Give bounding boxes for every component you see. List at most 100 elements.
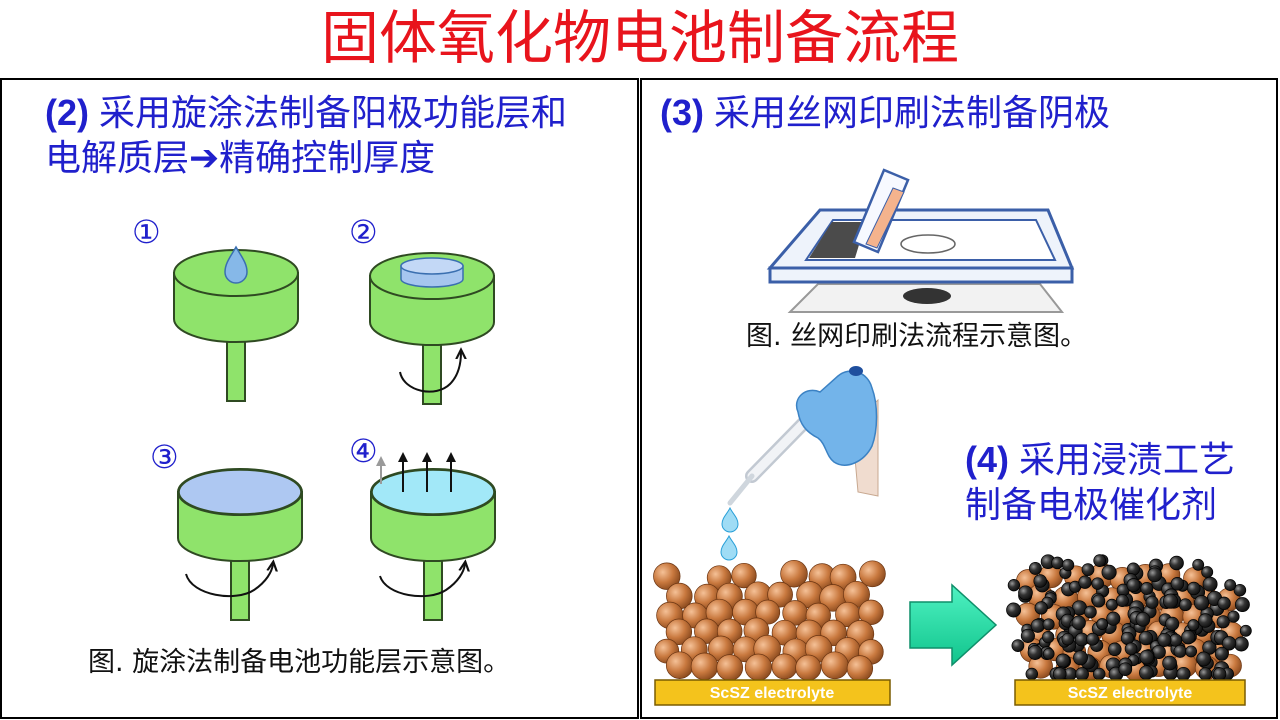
heading-line-1: 采用旋涂法制备阳极功能层和	[99, 93, 568, 134]
catalyst-particle	[1084, 605, 1097, 619]
catalyst-particle	[1170, 577, 1185, 591]
catalyst-particle	[1106, 611, 1121, 626]
rotation-arrow-icon	[399, 352, 461, 393]
rotation-arrow-icon	[185, 564, 273, 597]
catalyst-particle	[1042, 618, 1055, 631]
electrolyte-particle	[731, 562, 757, 589]
catalyst-particle	[1139, 649, 1155, 665]
catalyst-particle	[1214, 646, 1229, 661]
electrolyte-bar-after: ScSZ electrolyte	[1014, 679, 1246, 706]
catalyst-particle	[1027, 645, 1043, 660]
electrolyte-particle	[767, 581, 793, 608]
catalyst-particle	[1071, 615, 1086, 630]
slide-title: 固体氧化物电池制备流程	[320, 4, 959, 72]
catalyst-particle	[1140, 582, 1154, 595]
heading-line-2: 电解质层➔精确控制厚度	[45, 138, 436, 179]
screen-printing-caption: 图. 丝网印刷法流程示意图。	[746, 321, 1088, 352]
catalyst-particle	[1179, 598, 1192, 612]
catalyst-particle	[1078, 575, 1092, 589]
catalyst-particle	[1233, 583, 1247, 597]
catalyst-particle	[1118, 662, 1133, 677]
catalyst-particle	[1020, 628, 1035, 643]
catalyst-particle	[1028, 561, 1042, 575]
catalyst-particle	[1145, 595, 1159, 609]
rotation-arrow-icon	[379, 564, 465, 598]
electrolyte-label: ScSZ electrolyte	[710, 685, 835, 702]
catalyst-particle	[1224, 579, 1237, 592]
electrolyte-particle	[859, 560, 886, 588]
catalyst-particle	[1081, 563, 1095, 576]
catalyst-particle	[1234, 597, 1250, 613]
electrolyte-bar-before: ScSZ electrolyte	[654, 679, 891, 706]
step-label-2: ②	[349, 213, 378, 251]
pipette-icon	[720, 366, 879, 561]
gloved-hand	[795, 370, 878, 466]
catalyst-particle	[1007, 579, 1021, 592]
catalyst-particle	[1073, 650, 1088, 666]
spin-coating-caption: 图. 旋涂法制备电池功能层示意图。	[88, 647, 511, 678]
catalyst-particle	[1192, 558, 1205, 571]
section-number: (2)	[45, 92, 89, 133]
printed-cathode	[903, 288, 951, 304]
catalyst-particle	[1216, 615, 1230, 629]
catalyst-particle	[1162, 593, 1179, 609]
electrolyte-particle	[755, 599, 781, 625]
porous-electrode-layer	[653, 559, 886, 682]
catalyst-particle	[1126, 578, 1141, 593]
catalyst-particle	[1185, 645, 1198, 658]
right-arrow-icon	[909, 583, 998, 667]
catalyst-particle	[1093, 554, 1107, 567]
squeegee-icon	[852, 168, 910, 254]
catalyst-particle	[1147, 567, 1163, 583]
catalyst-particle	[1061, 632, 1074, 646]
catalyst-particle	[1138, 630, 1154, 646]
catalyst-particle	[1162, 655, 1177, 671]
catalyst-particle	[1042, 630, 1055, 644]
catalyst-particle	[1096, 618, 1109, 631]
section-number: (3)	[660, 92, 704, 133]
catalyst-particle	[1108, 642, 1122, 657]
catalyst-particle	[1181, 630, 1196, 645]
catalyst-particle	[1202, 576, 1218, 592]
catalyst-particle	[1011, 639, 1025, 652]
catalyst-particle	[1135, 611, 1151, 627]
spin-coater-step-4	[370, 452, 496, 621]
catalyst-particle	[1169, 555, 1184, 571]
catalyst-particle	[1196, 651, 1212, 667]
catalyst-particle	[1217, 596, 1231, 610]
electrolyte-particle	[780, 559, 808, 588]
droplet-icon	[721, 506, 739, 533]
catalyst-particle	[1101, 564, 1117, 580]
cathode-paste	[809, 222, 866, 258]
catalyst-particle	[1193, 595, 1210, 611]
catalyst-particle	[1239, 624, 1252, 637]
catalyst-particle	[1227, 610, 1240, 623]
catalyst-particle	[1033, 574, 1047, 588]
screen-pattern	[900, 234, 956, 254]
spin-coating-diagram	[173, 245, 496, 621]
catalyst-particle	[1198, 613, 1213, 628]
heading-line-1: 采用浸渍工艺	[1019, 440, 1236, 481]
heading-line-2: 制备电极催化剂	[965, 485, 1218, 526]
spin-coating-heading: (2)采用旋涂法制备阳极功能层和 电解质层➔精确控制厚度	[45, 90, 567, 181]
catalyst-particle	[1115, 594, 1129, 608]
catalyst-particle	[1157, 632, 1172, 647]
heading-text: 采用丝网印刷法制备阴极	[714, 93, 1111, 134]
catalyst-particle	[1092, 594, 1106, 608]
electrolyte-particle	[858, 599, 884, 625]
section-number: (4)	[965, 439, 1009, 480]
spin-coater-step-2	[369, 252, 495, 405]
droplet-icon	[224, 245, 248, 284]
catalyst-particle	[1042, 647, 1055, 660]
spin-coater-step-1	[173, 245, 299, 402]
catalyst-particle	[1086, 632, 1100, 646]
electrolyte-label: ScSZ electrolyte	[1068, 685, 1193, 702]
step-label-4: ④	[349, 432, 378, 470]
droplet-icon	[720, 534, 738, 561]
catalyst-particle	[1187, 581, 1201, 596]
catalyst-particle	[1091, 577, 1104, 590]
electrolyte-particle	[653, 562, 681, 590]
screen-printing-diagram	[766, 168, 1075, 313]
catalyst-impregnated-layer	[1006, 554, 1252, 682]
